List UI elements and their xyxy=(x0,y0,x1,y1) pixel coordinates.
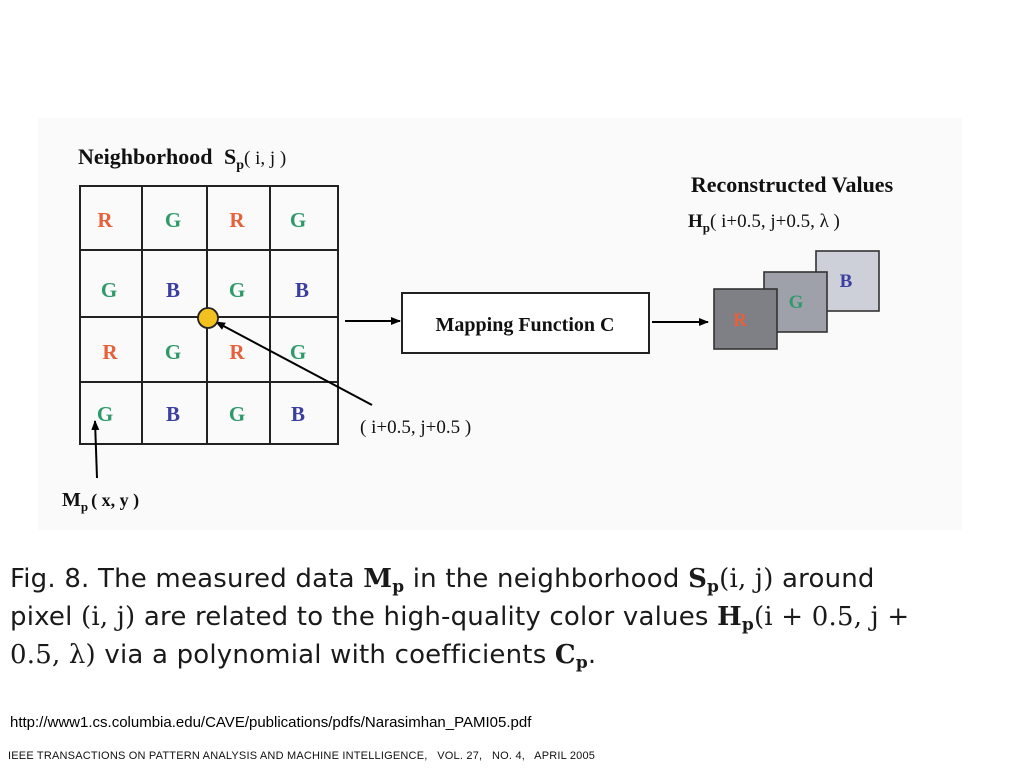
grid-cell-3-2: G xyxy=(229,402,245,426)
grid-cell-0-1: G xyxy=(165,208,181,232)
reconstructed-args: ( i+0.5, j+0.5, λ ) xyxy=(710,211,840,232)
sample-point xyxy=(197,307,219,329)
grid-cell-0-2: R xyxy=(229,208,245,232)
caption-line-1: Fig. 8. The measured data Mp in the neig… xyxy=(10,564,875,597)
grid-cell-1-0: G xyxy=(101,278,117,302)
measured-arrow xyxy=(91,420,100,479)
grid-cell-2-2: R xyxy=(229,340,245,364)
grid-cell-2-1: G xyxy=(165,340,181,364)
grid-cell-1-2: G xyxy=(229,278,245,302)
reconstructed-subtitle: Hp( i+0.5, j+0.5, λ ) xyxy=(688,211,840,235)
output-channel-r: R xyxy=(713,288,778,350)
svg-text:B: B xyxy=(840,271,853,292)
svg-text:G: G xyxy=(789,292,804,313)
neighborhood-args: ( i, j ) xyxy=(244,148,286,169)
grid-cell-2-0: R xyxy=(102,340,118,364)
measured-sub: p xyxy=(81,499,88,514)
grid-cell-1-1: B xyxy=(166,278,180,302)
source-url[interactable]: http://www1.cs.columbia.edu/CAVE/publica… xyxy=(10,714,532,731)
grid-cell-3-1: B xyxy=(166,402,180,426)
caption-h-symbol: H xyxy=(717,602,742,632)
svg-text:R: R xyxy=(733,310,747,331)
grid-cells: R G R G G B G B R G R G G B G B xyxy=(97,208,309,426)
grid-cell-2-3: G xyxy=(290,340,306,364)
grid-cell-0-0: R xyxy=(97,208,113,232)
reconstructed-sub: p xyxy=(703,220,710,235)
caption-line-2: pixel (i, j) are related to the high-qua… xyxy=(10,602,910,635)
caption-line-3: 0.5, λ) via a polynomial with coefficien… xyxy=(10,640,597,673)
mapping-function-box xyxy=(401,292,650,354)
measured-symbol: M xyxy=(62,489,81,511)
reconstructed-symbol: H xyxy=(688,211,703,232)
grid-cell-3-0: G xyxy=(97,402,113,426)
grid-cell-1-3: B xyxy=(295,278,309,302)
grid-cell-3-3: B xyxy=(291,402,305,426)
neighborhood-symbol: S xyxy=(224,144,236,169)
figure-caption: Fig. 8. The measured data Mp in the neig… xyxy=(10,560,985,674)
measured-args: ( x, y ) xyxy=(91,490,139,511)
caption-c-symbol: C xyxy=(554,640,576,670)
neighborhood-sub: p xyxy=(236,158,244,173)
journal-citation: IEEE TRANSACTIONS ON PATTERN ANALYSIS AN… xyxy=(8,750,596,762)
figure-diagram: Neighborhood Sp( i, j ) R G R G G B G B R G R G G B G B… xyxy=(62,144,894,514)
grid-cell-0-3: G xyxy=(290,208,306,232)
point-label: ( i+0.5, j+0.5 ) xyxy=(360,417,471,438)
neighborhood-title: Neighborhood Sp( i, j ) xyxy=(78,144,286,173)
measured-label: Mp( x, y ) xyxy=(62,489,139,514)
mapping-function-label: Mapping Function C xyxy=(436,314,615,336)
reconstructed-title: Reconstructed Values xyxy=(691,172,894,197)
point-arrow xyxy=(215,321,373,406)
caption-m-symbol: M xyxy=(363,564,393,594)
neighborhood-grid xyxy=(79,185,339,445)
caption-s-symbol: S xyxy=(688,564,708,594)
